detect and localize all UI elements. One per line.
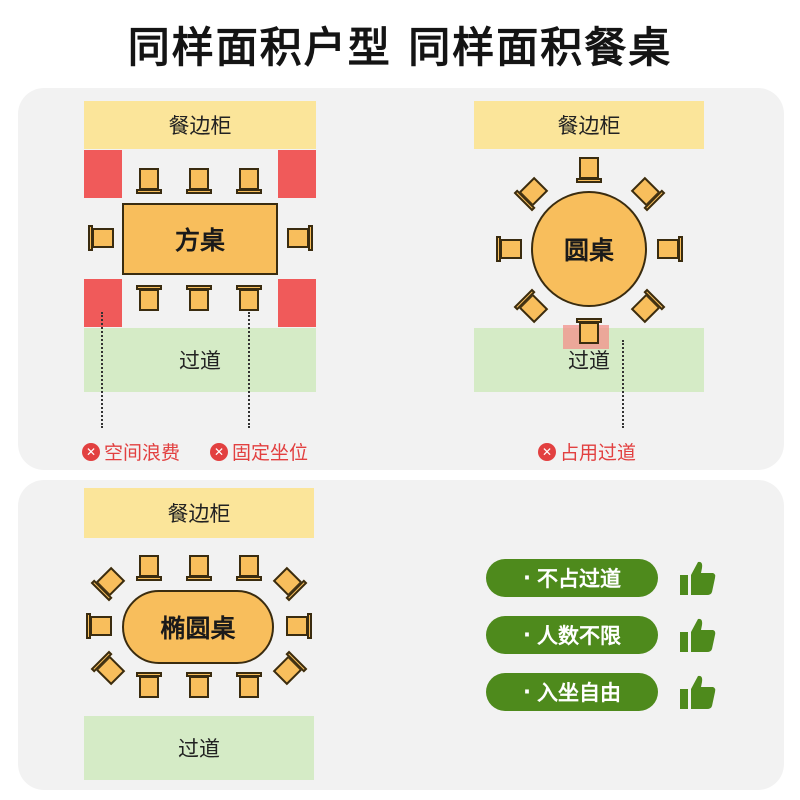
pointer-line-fixed [248, 312, 250, 428]
chair [186, 672, 212, 698]
drawback-wasted-space: ✕ 空间浪费 [82, 438, 180, 465]
round-table: 圆桌 [531, 191, 647, 307]
sideboard-square: 餐边柜 [84, 101, 316, 149]
top-panel [18, 88, 784, 470]
chair [236, 672, 262, 698]
pointer-line-aisle [622, 340, 624, 428]
wasted-corner-bottom-left [84, 279, 122, 327]
drawback-label: 固定坐位 [232, 442, 309, 464]
chair [236, 285, 262, 311]
chair [186, 555, 212, 581]
thumbs-up-icon [680, 618, 716, 652]
chair [657, 236, 683, 262]
x-circle-icon: ✕ [538, 442, 556, 461]
chair [136, 168, 162, 194]
thumbs-up-icon [680, 675, 716, 709]
benefit-label: 不占过道 [536, 567, 621, 591]
x-circle-icon: ✕ [210, 442, 228, 461]
chair [576, 157, 602, 183]
wasted-corner-top-left [84, 150, 122, 198]
drawback-label: 占用过道 [560, 442, 637, 464]
chair [236, 168, 262, 194]
benefit-pill: ·不占过道 [486, 559, 658, 597]
drawback-label: 空间浪费 [104, 442, 181, 464]
x-circle-icon: ✕ [82, 442, 100, 461]
benefit-label: 人数不限 [536, 624, 621, 648]
wasted-corner-top-right [278, 150, 316, 198]
chair [136, 672, 162, 698]
chair [576, 318, 602, 344]
aisle-square: 过道 [84, 328, 316, 392]
chair [186, 168, 212, 194]
benefit-pill: ·入坐自由 [486, 673, 658, 711]
benefit-label: 入坐自由 [536, 681, 621, 705]
wasted-corner-bottom-right [278, 279, 316, 327]
benefit-pill: ·人数不限 [486, 616, 658, 654]
chair [236, 555, 262, 581]
pointer-line-wasted [101, 312, 103, 428]
chair [496, 236, 522, 262]
oval-table: 椭圆桌 [122, 590, 274, 664]
sideboard-oval: 餐边柜 [84, 488, 314, 538]
chair [186, 285, 212, 311]
chair [286, 613, 312, 639]
square-table: 方桌 [122, 203, 278, 275]
sideboard-round: 餐边柜 [474, 101, 704, 149]
chair [86, 613, 112, 639]
thumbs-up-icon [680, 561, 716, 595]
chair [88, 225, 114, 251]
drawback-fixed-seats: ✕ 固定坐位 [210, 438, 308, 465]
chair [287, 225, 313, 251]
chair [136, 555, 162, 581]
page-title: 同样面积户型 同样面积餐桌 [127, 23, 673, 72]
aisle-oval: 过道 [84, 716, 314, 780]
drawback-blocks-aisle: ✕ 占用过道 [538, 438, 636, 465]
chair [136, 285, 162, 311]
